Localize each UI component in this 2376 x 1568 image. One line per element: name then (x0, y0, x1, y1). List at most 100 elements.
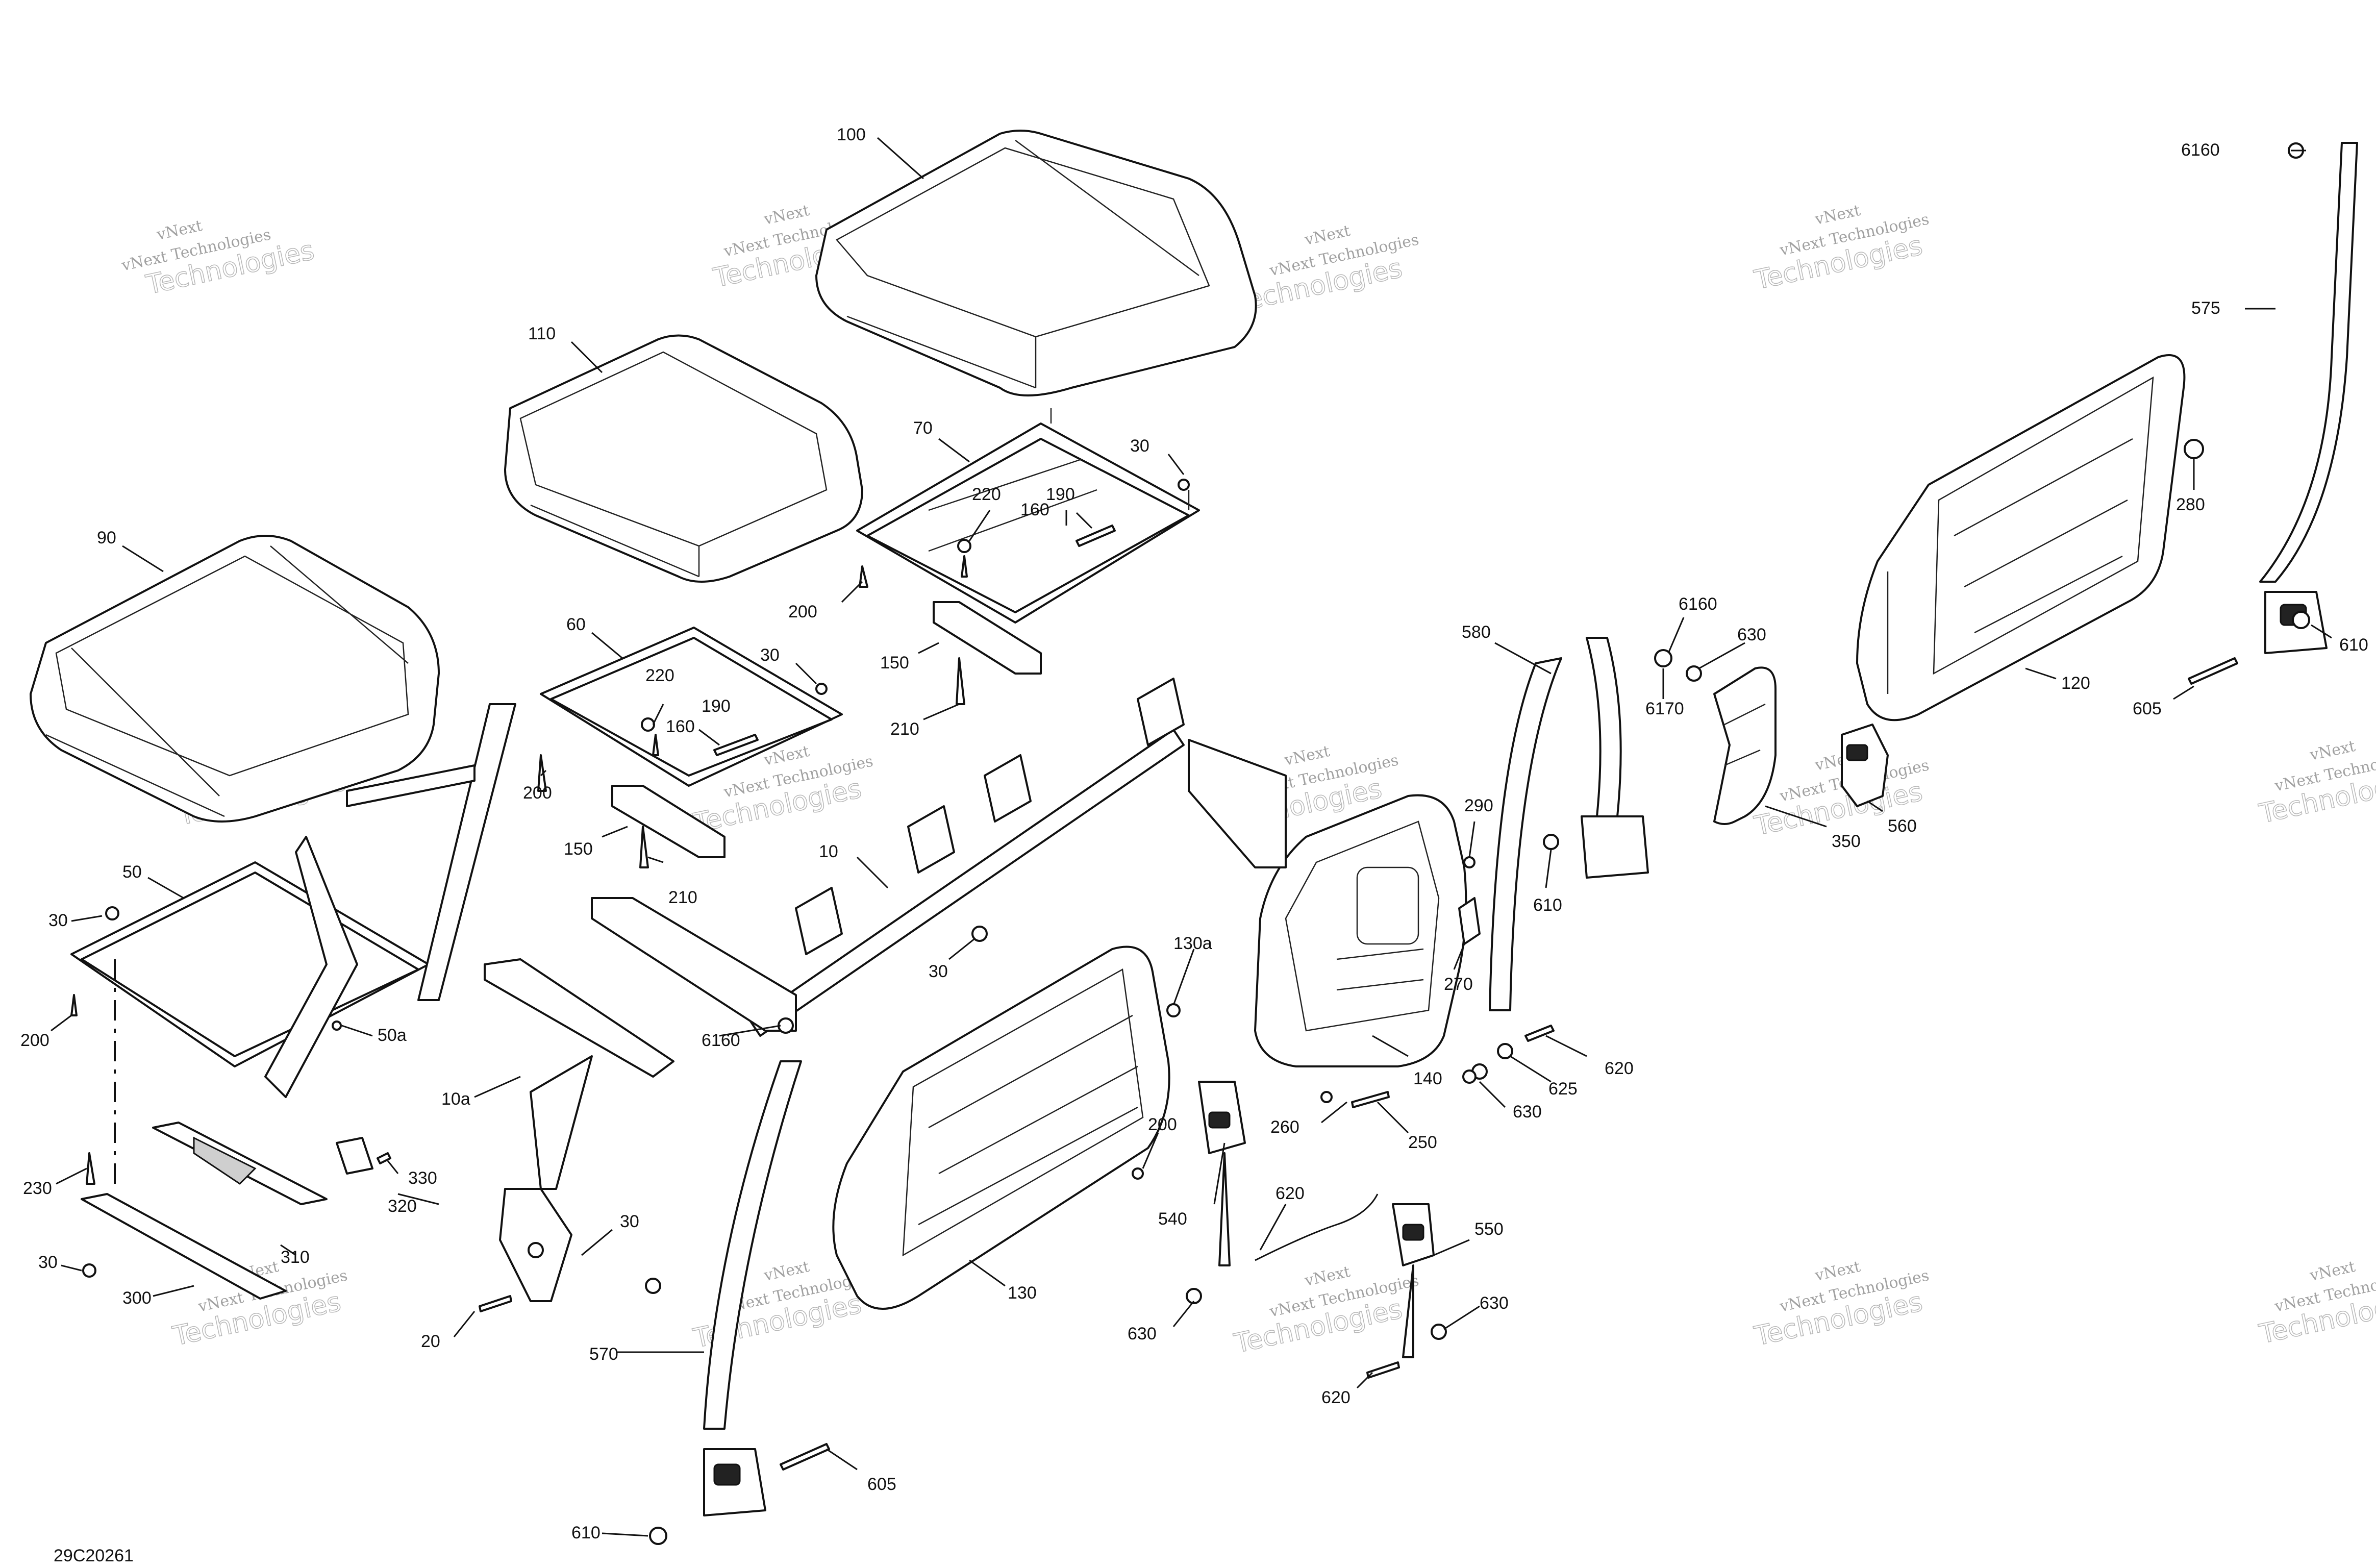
callout: 210 (890, 719, 919, 739)
callout: 30 (620, 1212, 639, 1231)
callout: 630 (1513, 1102, 1542, 1122)
callout: 620 (1275, 1184, 1305, 1203)
callout: 220 (972, 485, 1001, 504)
callout: 130a (1173, 934, 1212, 953)
seat-belt-570 (703, 1060, 802, 1516)
side-cushion-350 (1713, 666, 1777, 825)
callout: 10 (819, 842, 838, 861)
callout: 230 (23, 1179, 52, 1198)
callout: 30 (760, 645, 780, 665)
callout: 620 (1605, 1059, 1634, 1078)
callout: 6160 (2181, 140, 2220, 160)
buckle-550 (1255, 1193, 1435, 1358)
watermark: vNext vNext Technologies Technologies (120, 217, 317, 301)
callout: 150 (564, 839, 593, 859)
callout: 605 (867, 1475, 896, 1494)
callout: 130 (1008, 1283, 1037, 1303)
cross-tube-10 (484, 678, 1287, 1078)
svg-text:vNext: vNext (762, 742, 811, 769)
callout: 190 (702, 696, 731, 716)
support-bracket-10a (499, 1055, 593, 1302)
callout: 60 (566, 615, 586, 634)
callout: 270 (1444, 975, 1473, 994)
svg-text:vNext: vNext (762, 1258, 811, 1285)
callout: 20 (421, 1332, 440, 1351)
seat-frame-50 (70, 703, 516, 1098)
watermark: vNext vNext Technologies Technologies (2256, 1258, 2376, 1351)
watermark: vNext vNext Technologies Technologies (2256, 737, 2376, 830)
callout: 210 (668, 888, 697, 907)
svg-text:vNext: vNext (1303, 1263, 1352, 1290)
seat-frame-60 (540, 627, 843, 858)
callout: 570 (589, 1345, 618, 1364)
leader-lines (51, 137, 2332, 1537)
callout: 190 (1046, 485, 1075, 504)
callout: 150 (880, 653, 909, 673)
callout: 90 (97, 528, 116, 547)
callout: 160 (1020, 500, 1049, 519)
callout: 610 (1533, 895, 1562, 915)
callout: 610 (571, 1523, 601, 1542)
svg-text:vNext: vNext (1303, 222, 1352, 249)
callout: 160 (666, 717, 695, 736)
callout: 575 (2191, 298, 2220, 318)
buckle-540 (1198, 1081, 1246, 1266)
callout: 30 (929, 962, 948, 981)
callout: 30 (48, 911, 68, 930)
seat-back-140 (1254, 794, 1467, 1067)
seat-frame-70 (856, 408, 1200, 675)
seat-back-130 (832, 945, 1170, 1310)
callout: 50a (378, 1026, 407, 1045)
callout: 330 (408, 1168, 437, 1188)
callout: 605 (2133, 699, 2162, 718)
callout: 540 (1158, 1209, 1187, 1229)
callout: 280 (2176, 495, 2205, 514)
svg-text:vNext: vNext (1813, 1258, 1862, 1285)
seat-cushion-90 (30, 535, 440, 823)
fasteners (70, 142, 2310, 1545)
callout: 140 (1413, 1069, 1442, 1088)
callout: 200 (788, 602, 817, 621)
callout: 200 (523, 783, 552, 803)
callout: 10a (441, 1089, 470, 1109)
callout: 630 (1737, 625, 1766, 644)
callout: 6160 (1679, 594, 1717, 614)
callout: 350 (1832, 832, 1861, 851)
svg-text:vNext: vNext (155, 217, 204, 244)
callout: 200 (1148, 1115, 1177, 1134)
callout: 120 (2061, 674, 2090, 693)
seat-belt-575 (2259, 142, 2358, 654)
watermark: vNext vNext Technologies Technologies (690, 742, 875, 839)
callout: 6170 (1645, 699, 1684, 718)
slide-rail-300 (81, 1122, 373, 1300)
callout: 70 (913, 418, 933, 438)
callout: 290 (1464, 796, 1493, 815)
seat-cushion-110 (504, 334, 863, 583)
buckle-560 (1841, 724, 1889, 807)
callout: 110 (528, 324, 556, 343)
callout: 625 (1548, 1079, 1578, 1099)
svg-text:vNext: vNext (1813, 202, 1862, 229)
seat-cushion-100 (815, 130, 1257, 396)
callout: 6160 (702, 1031, 740, 1050)
callout: 320 (388, 1197, 417, 1216)
callout: 220 (645, 666, 674, 685)
callout: 300 (122, 1288, 152, 1308)
svg-text:vNext: vNext (2308, 1258, 2357, 1285)
callout: 310 (281, 1248, 310, 1267)
callout: 550 (1474, 1219, 1504, 1239)
callout: 30 (1130, 436, 1149, 456)
callout: 100 (837, 125, 866, 144)
svg-text:vNext: vNext (1282, 742, 1331, 769)
watermark: vNext vNext Technologies Technologies (1751, 1258, 1931, 1353)
seat-belt-580 (1489, 637, 1649, 1011)
svg-text:vNext: vNext (2308, 737, 2357, 764)
callout: 200 (20, 1031, 49, 1050)
watermark: vNext vNext Technologies Technologies (1751, 202, 1931, 296)
svg-text:vNext: vNext (762, 202, 811, 229)
callout: 630 (1480, 1293, 1509, 1313)
watermark: vNext vNext Technologies Technologies (1231, 1263, 1420, 1360)
callout: 50 (122, 862, 142, 882)
callout: 610 (2339, 635, 2368, 655)
